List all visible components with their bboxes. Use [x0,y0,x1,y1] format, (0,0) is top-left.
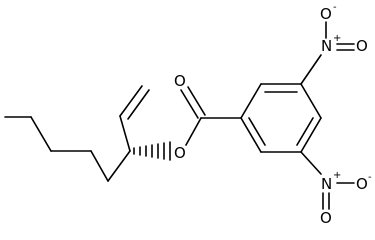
top-nitro-group: N + O - O [300,2,368,85]
vinyl-double-bond-a [119,85,143,117]
hashed-wedge-bond [133,141,171,161]
bottom-nitro-c-n-bond [300,151,322,175]
bottom-nitro-nitrogen-charge: + [333,170,341,181]
carbonyl-oxygen-atom: O [174,72,186,90]
bottom-nitro-oxygen-left-atom: O [320,209,332,227]
molecule-structure-diagram: N + O - O N + O O - O O [4,2,372,227]
carbonyl-carbon-to-ester-oxygen-bond [185,117,202,146]
top-nitro-nitrogen-atom: N [321,37,332,55]
top-nitro-oxygen-left-charge: - [333,2,337,13]
bottom-nitro-group: N + O O - [300,151,372,227]
bottom-nitro-nitrogen-atom: N [321,175,332,193]
ester-group: O O [174,72,242,162]
bottom-nitro-oxygen-right-atom: O [356,175,368,193]
carbonyl-double-bond-b [187,86,206,116]
ring-inner-double-bond-2 [296,117,314,146]
vinyl-double-bond-b [127,89,150,120]
pentyl-chain [4,116,131,182]
top-nitro-oxygen-left-atom: O [320,5,332,23]
bottom-nitro-oxygen-right-charge: - [368,172,372,183]
stereocenter [119,115,171,161]
ring-bond-1 [240,83,262,119]
benzene-ring [240,83,322,153]
ester-oxygen-atom: O [174,144,186,162]
carbonyl-double-bond-a [180,89,199,119]
vinyl-group [119,85,150,120]
ring-bond-3 [300,83,322,119]
ring-bond-6 [240,117,262,153]
ring-inner-double-bond-3 [248,117,266,146]
stereocenter-to-vinyl-bond [119,115,131,152]
top-nitro-c-n-bond [300,54,322,85]
chain-bond-1 [107,150,131,182]
chain-bond-4 [30,116,52,152]
top-nitro-oxygen-right-atom: O [356,37,368,55]
ring-bond-4 [300,117,322,153]
top-nitro-nitrogen-charge: + [333,33,341,44]
chain-bond-2 [90,150,109,182]
